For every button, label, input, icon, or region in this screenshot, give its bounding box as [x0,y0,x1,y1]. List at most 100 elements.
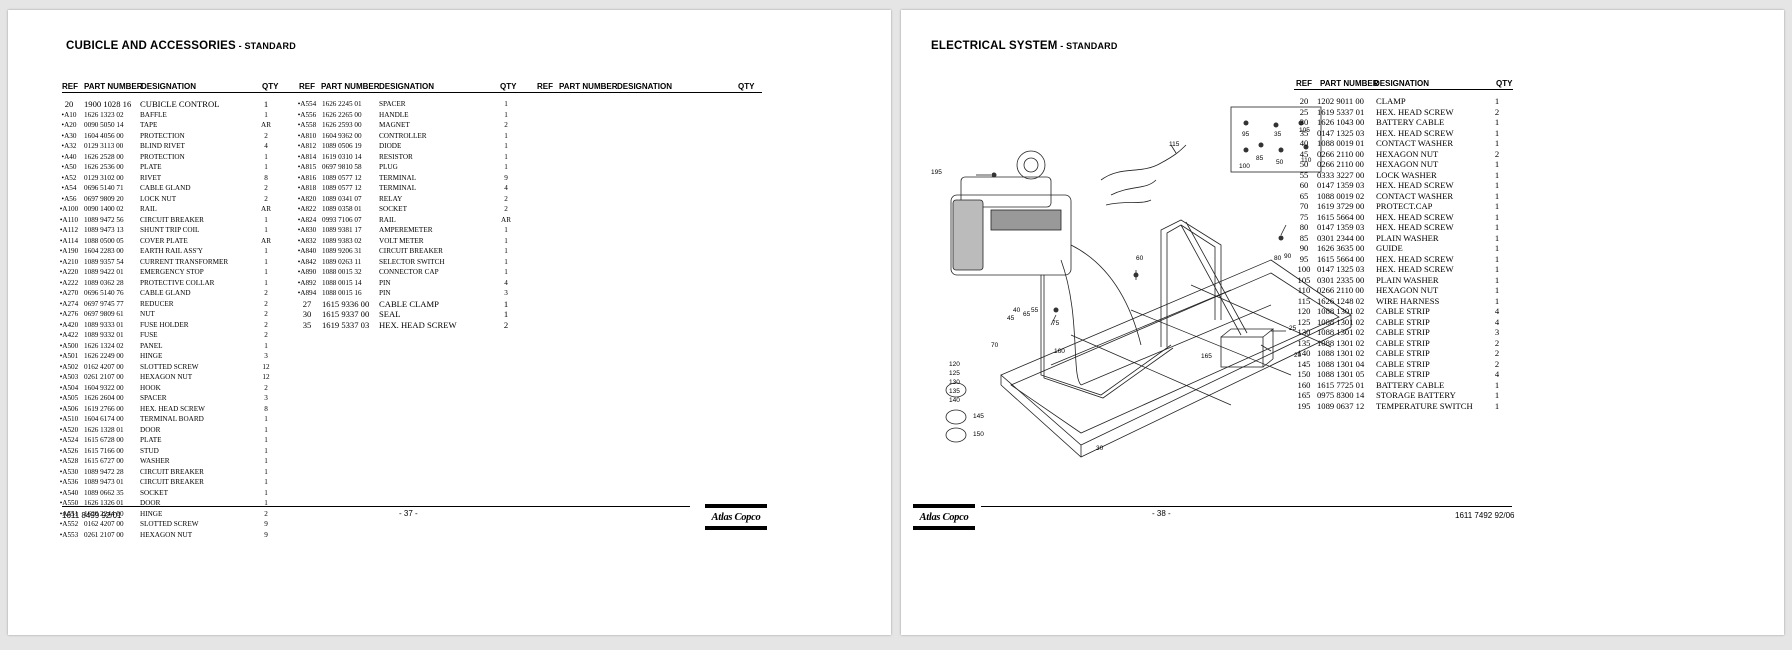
part-qty: 1 [264,478,268,486]
part-designation: CURRENT TRANSFORMER [140,257,229,266]
part-designation: FUSE [140,331,158,339]
part-qty: 1 [264,226,268,234]
part-ref: •A558 [297,121,317,129]
part-qty: 1 [504,257,508,266]
part-number: 1089 0506 19 [322,142,362,150]
part-qty: 1 [1494,243,1500,253]
part-qty: 8 [264,404,268,413]
part-qty: AR [501,215,511,224]
part-ref: •A810 [297,131,317,140]
header-ref: REF [537,82,553,91]
part-number: 1089 0341 07 [322,194,362,203]
part-ref: 135 [1297,337,1311,348]
part-ref: •A815 [297,163,317,171]
part-ref: 45 [1299,148,1309,159]
part-designation: TAPE [140,121,158,129]
part-ref: •A30 [61,131,77,140]
page-title: CUBICLE AND ACCESSORIES - STANDARD [66,40,296,52]
part-designation: PIN [379,278,391,287]
part-qty: 1 [503,298,509,309]
header-rule [1294,89,1513,90]
part-qty: 1 [264,215,268,224]
part-qty: 2 [504,205,508,213]
part-designation: PLAIN WASHER [1376,232,1439,243]
part-designation: HEXAGON NUT [1376,159,1439,169]
callout-label: 145 [973,413,984,420]
callout-label: 100 [1239,163,1250,170]
part-designation: CABLE GLAND [140,184,191,192]
part-qty: 1 [504,110,508,119]
page-37: CUBICLE AND ACCESSORIES - STANDARD REF P… [8,10,891,635]
part-ref: 140 [1297,348,1311,358]
part-number: 1626 1324 02 [84,341,124,350]
part-designation: NUT [140,310,155,318]
part-qty: 2 [503,319,509,330]
part-qty: AR [261,121,271,129]
callout-label: 115 [1169,141,1180,148]
part-number: 0261 2107 00 [84,373,124,381]
part-qty: 1 [1494,390,1500,400]
part-number: 1088 0019 02 [1317,190,1365,201]
part-ref: 20 [1299,96,1309,106]
header-part-number: PART NUMBER [84,82,143,91]
part-designation: HEX. HEAD SCREW [140,404,205,413]
header-qty: QTY [262,82,279,91]
callout-label: 55 [1031,307,1039,314]
part-number: 1626 2593 00 [322,121,362,129]
part-number: 1604 4056 00 [84,131,124,140]
part-designation: PROTECT.CAP [1376,201,1433,211]
part-number: 1604 9362 00 [322,131,362,140]
part-designation: RELAY [379,194,403,203]
header-qty: QTY [738,82,755,91]
part-designation: RESISTOR [379,152,413,161]
part-number: 1088 1301 02 [1317,337,1365,348]
part-qty: 1 [1494,96,1500,106]
part-qty: 1 [504,131,508,140]
part-designation: SOCKET [140,488,168,497]
part-number: 0301 2344 00 [1317,232,1365,243]
part-designation: CABLE STRIP [1376,327,1430,337]
part-ref: •A530 [59,467,79,476]
part-ref: •A892 [297,278,317,287]
part-qty: 1 [264,446,268,455]
header-designation: DESIGNATION [141,82,196,91]
part-number: 0162 4207 00 [84,362,124,371]
part-number: 0266 2110 00 [1317,159,1364,169]
part-qty: 1 [504,247,508,255]
part-qty: 2 [1494,148,1500,159]
part-qty: 4 [504,278,508,287]
part-number: 0147 1359 03 [1317,180,1365,190]
part-qty: 3 [264,394,268,402]
header-ref: REF [1296,79,1312,88]
battery-cable [1040,275,1172,396]
part-designation: FUSE HOLDER [140,320,189,329]
document-number: 1611 8499 92/01 [62,511,122,520]
turbo [1016,150,1046,180]
part-number: 0696 5140 76 [84,289,124,297]
callout-label: 95 [1242,131,1250,138]
part-number: 0975 8300 14 [1317,390,1365,400]
part-ref: 75 [1299,211,1309,222]
part-qty: 4 [1494,316,1500,327]
part-number: 1626 2528 00 [84,152,124,161]
